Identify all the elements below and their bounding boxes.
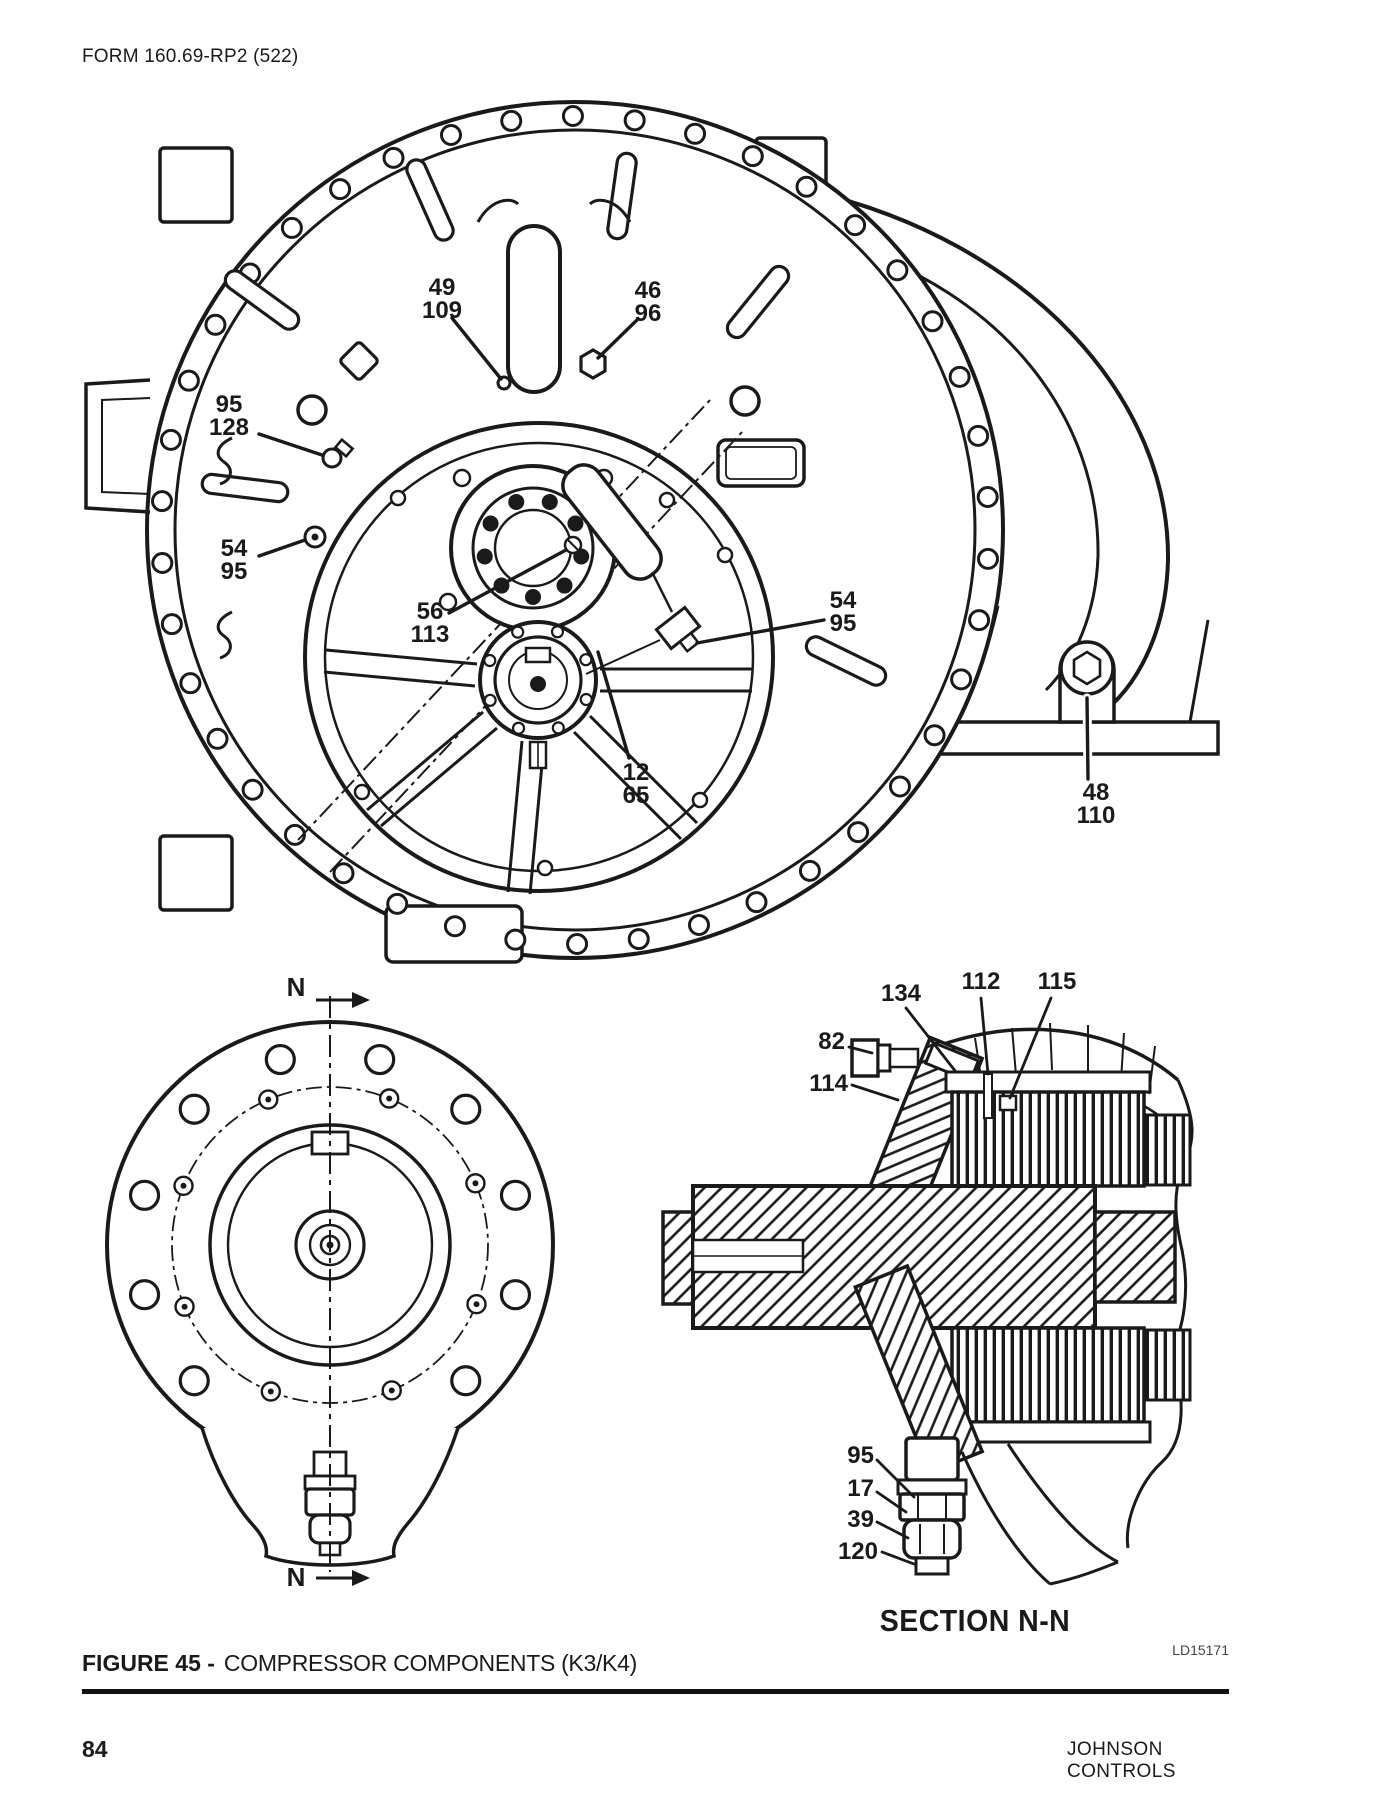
section-marker-n-top: N (286, 972, 306, 1002)
shaft-hub (478, 620, 598, 770)
callout-39: 39 (847, 1506, 874, 1533)
callout-12-65: 12 65 (622, 759, 650, 809)
section-leader-lines (847, 996, 1053, 1566)
front-leader-lines (257, 316, 1093, 784)
section-arrow-bottom (316, 1570, 370, 1586)
drawing-code: LD15171 (1172, 1642, 1229, 1658)
callout-115: 115 (1037, 968, 1077, 995)
figure-caption: FIGURE 45 - COMPRESSOR COMPONENTS (K3/K4) (82, 1650, 637, 1677)
section-arrow-top (316, 992, 370, 1008)
callout-134: 134 (880, 980, 922, 1007)
callout-49-109: 49 109 (421, 274, 463, 324)
front-callout-targets (303, 348, 607, 549)
drain-plug-stack (896, 1436, 968, 1576)
casing-slots (200, 151, 888, 687)
bolt-ring (151, 105, 999, 955)
section-view-drawing (661, 996, 1194, 1586)
left-bracket (84, 378, 151, 514)
company-name: JOHNSON CONTROLS (1067, 1739, 1176, 1782)
section-title: SECTION N-N (879, 1603, 1071, 1638)
caption-rule (82, 1689, 1229, 1694)
callout-56-113: 56 113 (410, 598, 450, 648)
casing-plugs (216, 198, 806, 660)
callout-114: 114 (809, 1070, 848, 1097)
bolt-82 (850, 1038, 920, 1078)
callout-48-110: 48 110 (1076, 779, 1116, 829)
figure-caption-label: FIGURE 45 - (82, 1650, 215, 1676)
callout-82: 82 (818, 1028, 845, 1055)
page-number: 84 (82, 1736, 108, 1762)
callout-112: 112 (961, 968, 1001, 995)
callout-54-95-right: 54 95 (829, 587, 857, 637)
gear-stack-upper (944, 1070, 1192, 1188)
torn-edge-curves (960, 1443, 1119, 1586)
impeller-spokes (323, 648, 752, 895)
pin-112-target (983, 1073, 993, 1119)
callout-95-128: 95 128 (208, 391, 250, 441)
figure-caption-title: COMPRESSOR COMPONENTS (K3/K4) (223, 1650, 637, 1676)
callout-54-95-left: 54 95 (220, 535, 248, 585)
callout-95: 95 (847, 1442, 874, 1469)
flange-cover-view (105, 992, 555, 1586)
callout-46-96: 46 96 (634, 277, 662, 327)
form-number: FORM 160.69-RP2 (522) (82, 46, 299, 67)
gear-stack-lower (944, 1326, 1192, 1444)
key-115-target (998, 1094, 1018, 1112)
section-marker-n-bottom: N (286, 1562, 306, 1592)
callout-120: 120 (837, 1538, 878, 1565)
callout-17: 17 (847, 1475, 874, 1502)
sight-glass-probe (561, 463, 702, 675)
